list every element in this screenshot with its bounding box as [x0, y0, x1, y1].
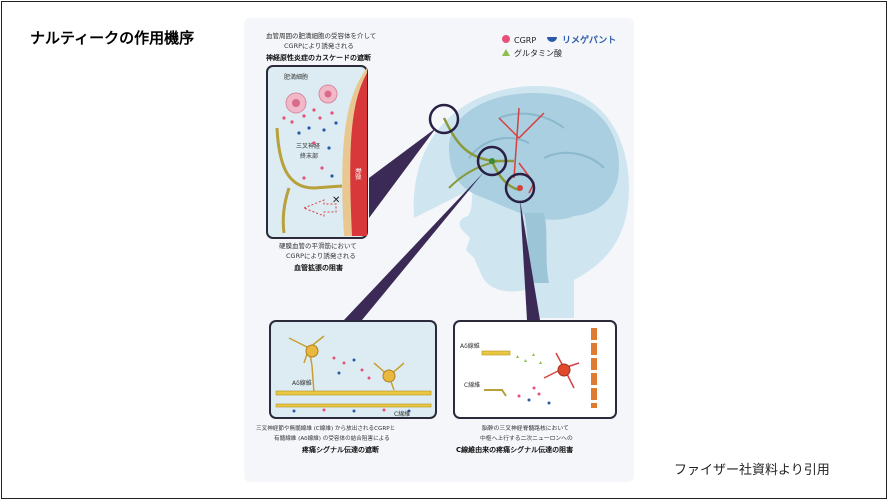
nerve-terminal: [275, 127, 343, 234]
neuron-illustration-right: [481, 328, 597, 408]
top-caption-line2: CGRPにより誘発される: [284, 41, 354, 50]
highlight-circle-ganglion: [476, 145, 508, 177]
legend-rimegepant: リメゲパント: [562, 34, 616, 46]
left-caption-line1: 三叉神経節や無髄線維 (C線維) から放出されるCGRPと: [256, 424, 395, 432]
right-caption-title: C線維由来の疼痛シグナル伝達の阻害: [456, 445, 573, 454]
left-panel-particles: [292, 356, 411, 413]
legend-cgrp: CGRP: [514, 36, 536, 45]
rimegepant-icon: [547, 37, 557, 42]
source-credit: ファイザー社資料より引用: [674, 463, 830, 478]
top-bottom-line1: 硬膜血管の平滑筋において: [279, 241, 357, 250]
right-caption-line2: 中枢へ上行する二次ニューロンへの: [480, 434, 573, 442]
left-caption-line2: 有髄線維 (Aδ線維) の受容体の結合阻害による: [274, 434, 390, 442]
slide-title: ナルティークの作用機序: [30, 29, 195, 47]
mast-cell-2-nucleus: [324, 90, 332, 98]
mechanism-diagram: CGRP リメゲパント グルタミン酸 血管周囲の肥満細胞の受容体を介して CGR…: [244, 18, 634, 482]
artery-lumen: [350, 73, 367, 236]
left-caption-title: 疼痛シグナル伝達の遮断: [302, 445, 379, 454]
label-trigeminal-line2: 終末部: [300, 152, 318, 160]
top-caption-title: 神経原性炎症のカスケードの遮断: [266, 53, 371, 62]
top-panel-particles: [282, 108, 338, 180]
left-label-a-delta: Aδ線維: [292, 379, 312, 387]
legend-glutamate: グルタミン酸: [514, 48, 562, 58]
top-bottom-title: 血管拡張の阻害: [294, 263, 343, 272]
label-trigeminal-line1: 三叉神経: [296, 142, 320, 150]
highlight-circle-top: [428, 103, 460, 135]
beam-right: [520, 200, 540, 320]
brain-folds: [468, 112, 605, 169]
vasodilation-arrow: [302, 199, 337, 217]
left-label-c: C線維: [394, 410, 410, 418]
label-artery: 動脈: [354, 168, 362, 180]
right-label-c: C線維: [464, 381, 480, 389]
top-caption-line1: 血管周囲の肥満細胞の受容体を介して: [266, 31, 376, 40]
label-mast-cell: 肥満細胞: [284, 73, 308, 81]
beam-top: [369, 128, 436, 218]
glutamate-icon: [502, 49, 510, 56]
neuron-illustration-left: [275, 335, 432, 408]
brain-shape: [449, 93, 619, 220]
beam-left: [344, 172, 484, 320]
right-caption-line1: 脳幹の三叉神経脊髄路核において: [482, 424, 569, 432]
mechanism-figure: CGRP リメゲパント グルタミン酸 血管周囲の肥満細胞の受容体を介して CGR…: [244, 18, 634, 482]
cgrp-icon: [502, 35, 510, 43]
top-bottom-line2: CGRPにより誘発される: [286, 251, 356, 260]
brainstem-dot: [517, 185, 523, 191]
right-panel-particles: [516, 353, 551, 405]
highlight-circle-brainstem: [504, 172, 536, 204]
panel-bottom-right: [453, 320, 617, 419]
brain-vessels: [498, 107, 545, 194]
panel-bottom-left: [269, 320, 437, 419]
mast-cell-1-nucleus: [292, 99, 300, 107]
ganglion-dot: [489, 158, 495, 164]
block-x-icon: ✕: [332, 195, 340, 206]
right-label-a-delta: Aδ線維: [460, 342, 480, 350]
